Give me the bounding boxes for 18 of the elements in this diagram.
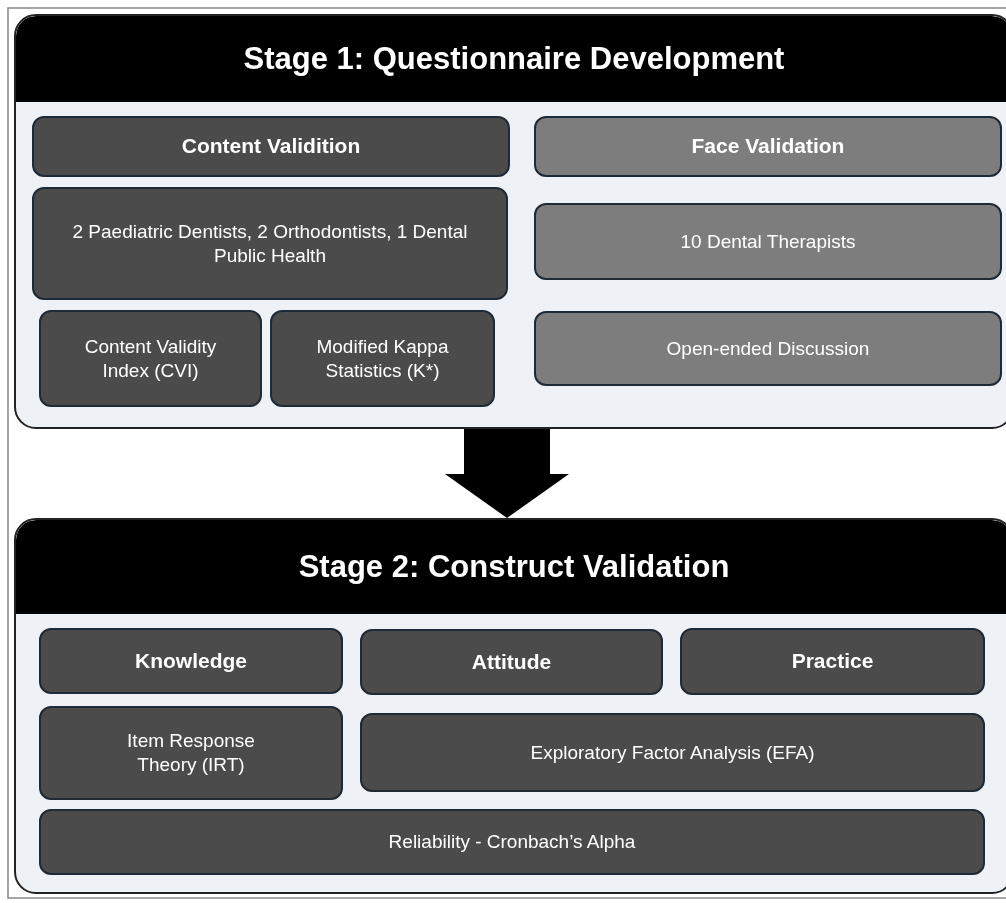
method-box: Content Validity Index (CVI) <box>39 310 262 407</box>
method-box: Exploratory Factor Analysis (EFA) <box>360 713 985 792</box>
method-box: Modified Kappa Statistics (K*) <box>270 310 495 407</box>
stage-heading: Stage 2: Construct Validation <box>16 520 1006 614</box>
method-box: Reliability - Cronbach’s Alpha <box>39 809 985 875</box>
block-arrow <box>445 429 569 518</box>
method-box: Item Response Theory (IRT) <box>39 706 343 800</box>
category-box: Practice <box>680 628 985 695</box>
category-box: Knowledge <box>39 628 343 694</box>
method-box: 10 Dental Therapists <box>534 203 1002 280</box>
method-box: 2 Paediatric Dentists, 2 Orthodontists, 1 Dental Public Health <box>32 187 508 300</box>
stage-panel <box>14 14 1006 429</box>
method-box: Open-ended Discussion <box>534 311 1002 386</box>
stage-heading: Stage 1: Questionnaire Development <box>16 16 1006 102</box>
category-box: Content Validition <box>32 116 510 177</box>
category-box: Face Validation <box>534 116 1002 177</box>
stage-panel <box>14 518 1006 894</box>
category-box: Attitude <box>360 629 663 695</box>
